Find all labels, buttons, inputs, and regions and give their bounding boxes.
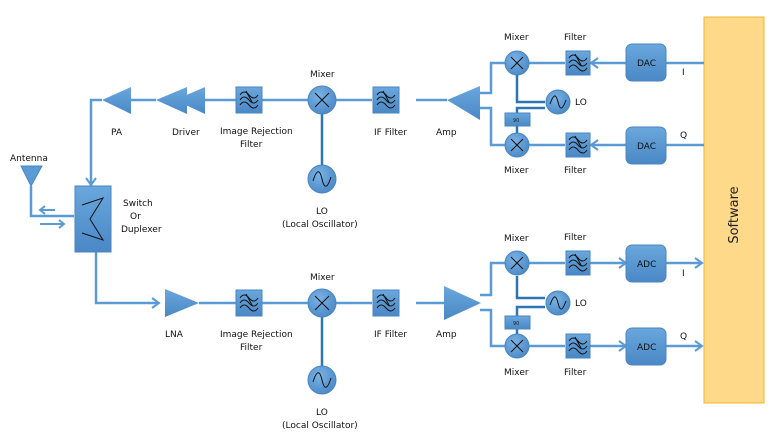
tx-out-arrow	[38, 205, 55, 215]
irf-label: Image Rejection	[220, 330, 293, 340]
filter-bottom-label: Filter	[564, 368, 587, 378]
antenna: Antenna	[10, 154, 74, 229]
rx-in-arrow	[40, 219, 66, 229]
lo-label: LO	[316, 408, 328, 418]
switch-label: Switch	[123, 199, 153, 209]
rx-iq-section: Mixer Mixer 90 LO Filter Filter ADC ADC …	[504, 233, 687, 378]
mixer-label: Mixer	[310, 70, 335, 80]
adc-q-label: ADC	[637, 343, 656, 353]
tx-iq-section: Mixer Mixer 90 LO Filter Filter DAC DAC …	[504, 33, 687, 176]
i-label: I	[682, 68, 685, 78]
iq-lo-label: LO	[575, 299, 587, 309]
rx-image-rejection-filter: Image Rejection Filter	[220, 289, 293, 353]
rx-wires	[94, 252, 704, 367]
adc-i-label: ADC	[637, 260, 656, 270]
tx-lo: LO (Local Oscillator)	[282, 164, 358, 230]
switch-duplexer: Switch Or Duplexer	[74, 185, 162, 253]
filter-top-label: Filter	[564, 33, 587, 43]
tx-amp: Amp	[436, 86, 480, 138]
if-filter-label: IF Filter	[374, 330, 407, 340]
lo-label: LO	[316, 207, 328, 217]
filter-bottom-label: Filter	[564, 166, 587, 176]
filter-top-label: Filter	[564, 233, 587, 243]
q-label: Q	[680, 131, 687, 141]
lo-desc-label: (Local Oscillator)	[282, 421, 358, 431]
irf-label-2: Filter	[240, 343, 263, 353]
tx-image-rejection-filter: Image Rejection Filter	[220, 86, 293, 150]
tx-pa: PA	[102, 87, 131, 138]
mixer-bottom-label: Mixer	[504, 368, 529, 378]
mixer-bottom-label: Mixer	[504, 166, 529, 176]
mixer-label: Mixer	[310, 273, 335, 283]
tx-wires	[85, 57, 704, 187]
iq-lo-label: LO	[575, 98, 587, 108]
software-label: Software	[727, 186, 742, 243]
mixer-top-label: Mixer	[504, 234, 529, 244]
dac-q-label: DAC	[637, 142, 656, 152]
duplexer-label: Duplexer	[121, 225, 162, 235]
rx-lna: LNA	[165, 289, 199, 340]
antenna-label: Antenna	[10, 154, 48, 164]
irf-label: Image Rejection	[220, 127, 293, 137]
irf-label-2: Filter	[240, 140, 263, 150]
phase-shift-label: 90	[513, 321, 519, 327]
tx-if-filter: IF Filter	[372, 86, 407, 138]
dac-i-label: DAC	[637, 59, 656, 69]
switch-or-label: Or	[130, 212, 141, 222]
software-panel	[703, 16, 765, 404]
tx-mixer: Mixer	[307, 70, 337, 115]
lo-desc-label: (Local Oscillator)	[282, 220, 358, 230]
mixer-top-label: Mixer	[504, 33, 529, 43]
q-label: Q	[680, 332, 687, 342]
rx-lo: LO (Local Oscillator)	[282, 365, 358, 431]
i-label: I	[682, 269, 685, 279]
amp-label: Amp	[436, 128, 457, 138]
pa-label: PA	[111, 128, 123, 138]
amp-label: Amp	[436, 330, 457, 340]
lna-label: LNA	[165, 330, 184, 340]
rx-amp: Amp	[436, 286, 481, 340]
driver-label: Driver	[172, 128, 200, 138]
rx-if-filter: IF Filter	[372, 289, 407, 340]
phase-shift-label: 90	[513, 118, 519, 124]
if-filter-label: IF Filter	[374, 128, 407, 138]
tx-driver: Driver	[156, 87, 205, 138]
rx-mixer: Mixer	[307, 273, 337, 318]
